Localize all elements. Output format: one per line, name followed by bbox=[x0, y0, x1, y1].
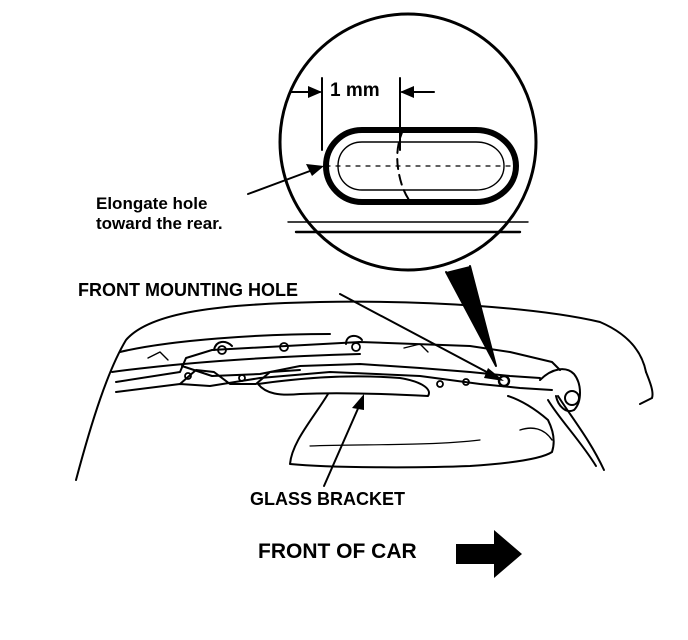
front-mounting-hole-arrowhead bbox=[484, 368, 504, 381]
elongate-leader-arrowhead bbox=[306, 164, 324, 176]
roof-outline bbox=[75, 300, 654, 481]
front-mounting-hole-label: FRONT MOUNTING HOLE bbox=[78, 280, 298, 300]
magnifier-circle bbox=[278, 12, 538, 272]
right-arrow-icon bbox=[456, 530, 522, 578]
rail-holes bbox=[184, 342, 511, 388]
glass-panel bbox=[289, 393, 555, 469]
glass-bracket-leader bbox=[323, 403, 361, 487]
elongate-note-line1: Elongate hole bbox=[96, 194, 208, 213]
dimension-arrowheads bbox=[308, 86, 414, 98]
front-of-car-label: FRONT OF CAR bbox=[258, 540, 417, 563]
bracket-rail bbox=[115, 334, 561, 393]
magnifier-pointer-fill bbox=[446, 266, 496, 366]
dimension-label: 1 mm bbox=[330, 80, 380, 101]
front-link bbox=[539, 368, 605, 471]
elongate-leader bbox=[247, 167, 319, 195]
elongate-note-line2: toward the rear. bbox=[96, 213, 223, 233]
glass-bracket-arrowhead bbox=[352, 394, 364, 410]
front-mounting-hole-leader bbox=[339, 293, 499, 379]
glass-bracket bbox=[257, 375, 430, 397]
elongate-hole-note: Elongate hole toward the rear. bbox=[96, 194, 223, 233]
glass-bracket-label: GLASS BRACKET bbox=[250, 489, 406, 509]
